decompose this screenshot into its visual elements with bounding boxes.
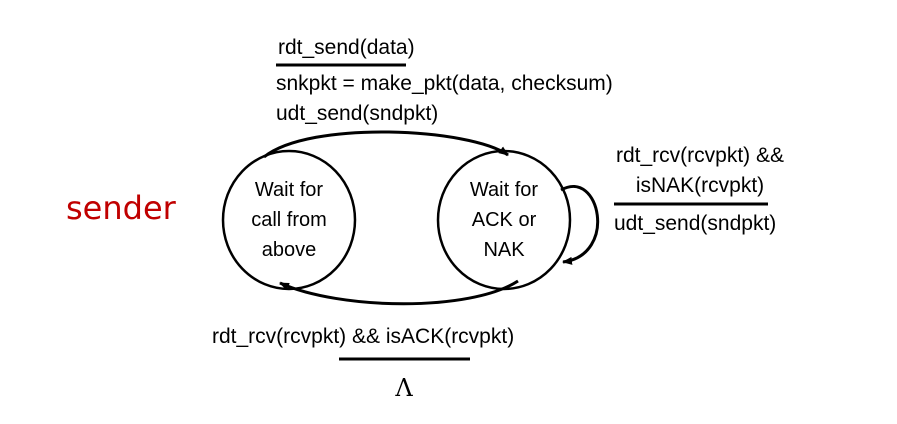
send-transition-arrow	[263, 130, 509, 159]
send-action-label: udt_send(sndpkt)	[276, 102, 439, 125]
send-action-label: snkpkt = make_pkt(data, checksum)	[276, 72, 613, 95]
nak-event-label: isNAK(rcvpkt)	[635, 174, 765, 197]
state-wait-ack-label: Wait for ACK or NAK	[470, 175, 538, 265]
state-wait-call-line: call from	[251, 209, 327, 231]
state-wait-ack-line: Wait for	[469, 179, 539, 201]
ack-transition-arrow	[279, 279, 519, 306]
state-wait-ack-line: NAK	[483, 239, 525, 261]
sender-label: sender	[66, 189, 176, 227]
ack-action-label: Λ	[395, 374, 413, 402]
state-wait-ack-line: ACK or	[471, 209, 537, 231]
state-wait-call-line: Wait for	[254, 179, 324, 201]
nak-event-label: rdt_rcv(rcvpkt) &&	[615, 144, 785, 167]
nak-action-label: udt_send(sndpkt)	[614, 212, 777, 235]
state-wait-call-label: Wait for call from above	[251, 175, 327, 265]
nak-self-loop-arrow	[560, 185, 600, 265]
send-event-label: rdt_send(data)	[278, 36, 415, 59]
ack-event-label: rdt_rcv(rcvpkt) && isACK(rcvpkt)	[212, 325, 515, 348]
state-wait-call-line: above	[261, 239, 317, 261]
